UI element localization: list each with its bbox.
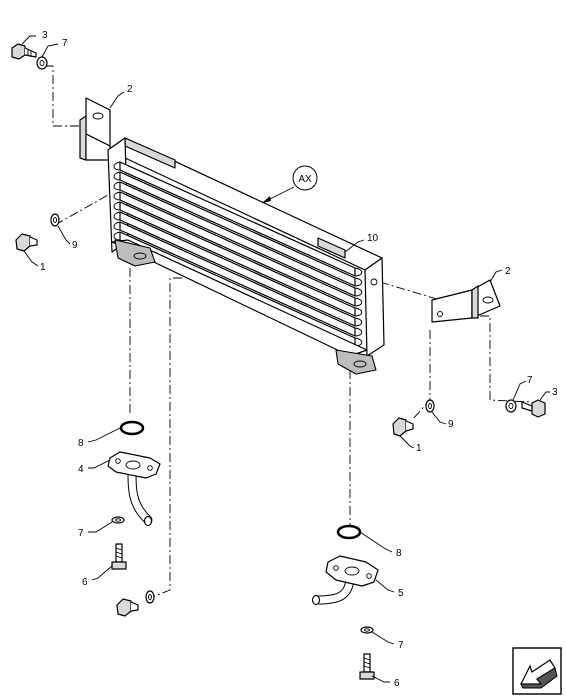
bolt-6-bottom (359, 653, 375, 680)
oil-cooler-10 (107, 137, 385, 375)
bracket-2-left (79, 97, 111, 161)
fitting-5 (311, 555, 379, 606)
label-1-right: 1 (416, 443, 422, 454)
bolt-6-left (111, 543, 127, 570)
plug-lower-left (116, 590, 155, 617)
bolt-3-top (11, 43, 37, 60)
label-7-top: 7 (62, 38, 68, 49)
label-ax: AX (298, 174, 312, 185)
washer-7-left (111, 516, 125, 524)
label-2-top: 2 (127, 84, 133, 95)
tube-bends-right (354, 267, 363, 347)
label-3-top: 3 (42, 30, 48, 41)
washer-7-bottom (360, 626, 374, 634)
fitting-4 (107, 451, 161, 527)
bracket-2-right (431, 279, 501, 323)
bolt-3-right (521, 399, 546, 418)
callout-numbers: 3 7 2 1 9 10 2 7 3 9 1 8 4 7 6 8 5 7 6 (40, 30, 558, 689)
leader-lines (21, 35, 550, 683)
label-5: 5 (398, 588, 404, 599)
callout-ax: AX (261, 165, 318, 204)
label-6-bottom: 6 (394, 678, 400, 689)
plug-1-left (15, 233, 38, 252)
washer-7-top (36, 56, 48, 70)
label-1-left: 1 (40, 262, 46, 273)
o-ring-8-left (119, 420, 145, 436)
washer-7-right (505, 399, 517, 413)
tube-bends-left (113, 161, 121, 241)
label-8-left: 8 (78, 438, 84, 449)
label-7-bottom: 7 (398, 640, 404, 651)
label-6-left: 6 (82, 577, 88, 588)
o-ring-8-right (336, 524, 362, 540)
label-9-left: 9 (72, 240, 78, 251)
label-7-right: 7 (527, 375, 533, 386)
arrow-down-left-icon (512, 647, 562, 695)
label-10: 10 (367, 233, 379, 244)
washer-9-right (425, 399, 435, 413)
label-8-right: 8 (396, 548, 402, 559)
plug-1-right (392, 417, 414, 437)
label-2-right: 2 (505, 266, 511, 277)
label-9-right: 9 (448, 419, 454, 430)
label-7-left: 7 (78, 528, 84, 539)
label-4: 4 (78, 464, 84, 475)
label-3-right: 3 (552, 387, 558, 398)
washer-9-left (50, 213, 60, 227)
